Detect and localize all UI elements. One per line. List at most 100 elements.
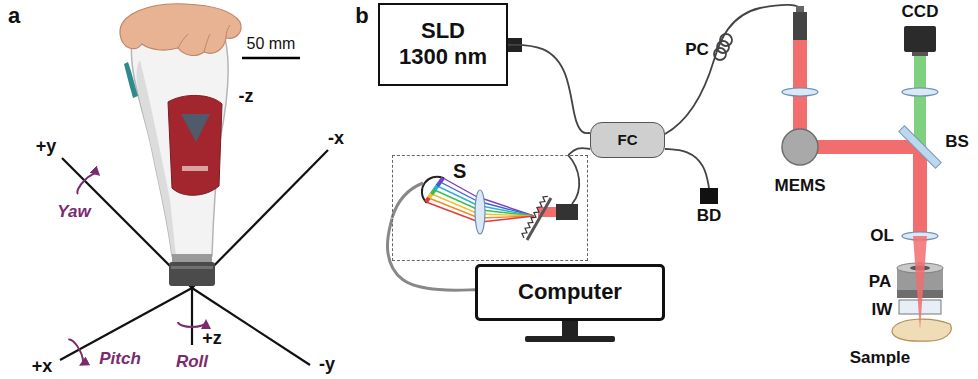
axis-label: -z <box>239 86 254 107</box>
data-cable <box>392 183 423 218</box>
line-camera <box>437 182 440 186</box>
line-camera <box>422 177 443 202</box>
spectrometer-box: S <box>392 155 588 261</box>
handheld-probe <box>181 114 210 142</box>
light-source-box: SLD 1300 nm <box>378 3 508 86</box>
panel-letter: a <box>8 3 20 28</box>
line-camera <box>422 177 443 202</box>
line-camera <box>435 186 438 190</box>
sample-arm-fiber <box>720 34 732 46</box>
hand <box>120 4 241 56</box>
dispersed-rays <box>481 206 534 216</box>
line-camera <box>429 194 432 198</box>
diffraction-grating <box>522 196 551 240</box>
lens <box>902 88 938 96</box>
dispersed-rays <box>481 202 534 216</box>
scale-bar <box>242 57 300 60</box>
part-label: IW <box>872 300 893 320</box>
optical-fiber <box>665 149 709 188</box>
hand <box>178 25 230 52</box>
dispersed-rays <box>426 202 479 222</box>
dispersed-rays <box>429 198 479 218</box>
ccd-camera <box>904 26 936 52</box>
axis-label: +z <box>202 328 222 349</box>
lens <box>782 88 818 96</box>
spectrometer-collimator <box>556 204 578 220</box>
ccd-camera <box>912 52 928 56</box>
focused-beam <box>913 236 927 330</box>
dispersed-rays <box>481 216 534 222</box>
part-label: PA <box>869 272 891 292</box>
spectrometer-fiber <box>568 155 579 204</box>
data-cable <box>387 219 475 291</box>
beam-dump: BD <box>700 188 718 204</box>
lens <box>782 88 938 240</box>
part-label: PC <box>685 40 709 60</box>
panel-letter: b <box>355 3 368 28</box>
dispersed-rays <box>481 198 534 216</box>
axis-lines <box>192 288 310 365</box>
ccd-camera <box>904 26 936 56</box>
handheld-probe <box>124 62 138 98</box>
line-camera <box>440 178 443 182</box>
handheld-probe <box>171 266 213 269</box>
node-text: Computer <box>518 279 622 305</box>
spectrometer-fiber <box>568 155 579 204</box>
monitor-stand <box>525 320 615 342</box>
mems-mirror <box>782 129 818 165</box>
light-beam <box>914 52 926 147</box>
dispersed-rays <box>437 186 479 206</box>
part-label: CCD <box>902 2 939 22</box>
sample-tissue <box>892 319 951 341</box>
dispersed-rays <box>432 194 479 214</box>
handheld-probe <box>137 60 176 256</box>
sample-arm-fiber <box>665 5 800 134</box>
rotation-label: Yaw <box>57 202 90 222</box>
part-label: OL <box>870 226 894 246</box>
part-label: BS <box>945 132 969 152</box>
collimator <box>793 12 807 40</box>
collimator <box>796 6 804 12</box>
fiber-coupler: FC <box>590 122 665 158</box>
hand <box>120 4 241 56</box>
optical-fiber <box>508 45 590 133</box>
monitor-stand <box>525 336 615 342</box>
collimator <box>793 6 807 40</box>
part-label: MEMS <box>775 176 826 196</box>
beam-splitter <box>899 126 941 168</box>
sample-tissue <box>892 319 951 341</box>
rotation-arrow <box>68 173 206 364</box>
node-text: S <box>453 159 466 183</box>
focused-beam <box>913 236 927 330</box>
rotation-arrow <box>77 173 98 194</box>
rotation-arrow <box>178 322 206 327</box>
handheld-probe <box>124 22 228 286</box>
axis-label: -x <box>328 128 344 149</box>
line-camera <box>432 190 435 194</box>
sample-arm-fiber <box>714 48 726 60</box>
node-text: BD <box>689 206 729 226</box>
handheld-probe <box>172 254 212 262</box>
dispersed-rays <box>481 210 534 216</box>
axis-label: -y <box>319 354 335 375</box>
rotation-label: Pitch <box>99 349 141 369</box>
beam-splitter <box>899 126 941 168</box>
handheld-probe <box>168 95 222 195</box>
computer-monitor: Computer <box>475 264 665 321</box>
sample-arm-fiber <box>665 5 800 134</box>
data-cable <box>392 183 423 218</box>
handheld-probe <box>182 166 208 171</box>
axis-label: +x <box>32 356 53 377</box>
line-camera <box>426 198 429 202</box>
sample-arm-fiber <box>717 41 729 53</box>
spectrometer-lens <box>475 190 485 234</box>
dispersed-rays <box>440 182 479 202</box>
rotation-arrow <box>68 339 83 364</box>
scale-label: 50 mm <box>247 35 296 53</box>
handheld-probe <box>131 22 228 256</box>
handheld-probe <box>169 262 215 286</box>
scale-bar <box>242 58 300 59</box>
